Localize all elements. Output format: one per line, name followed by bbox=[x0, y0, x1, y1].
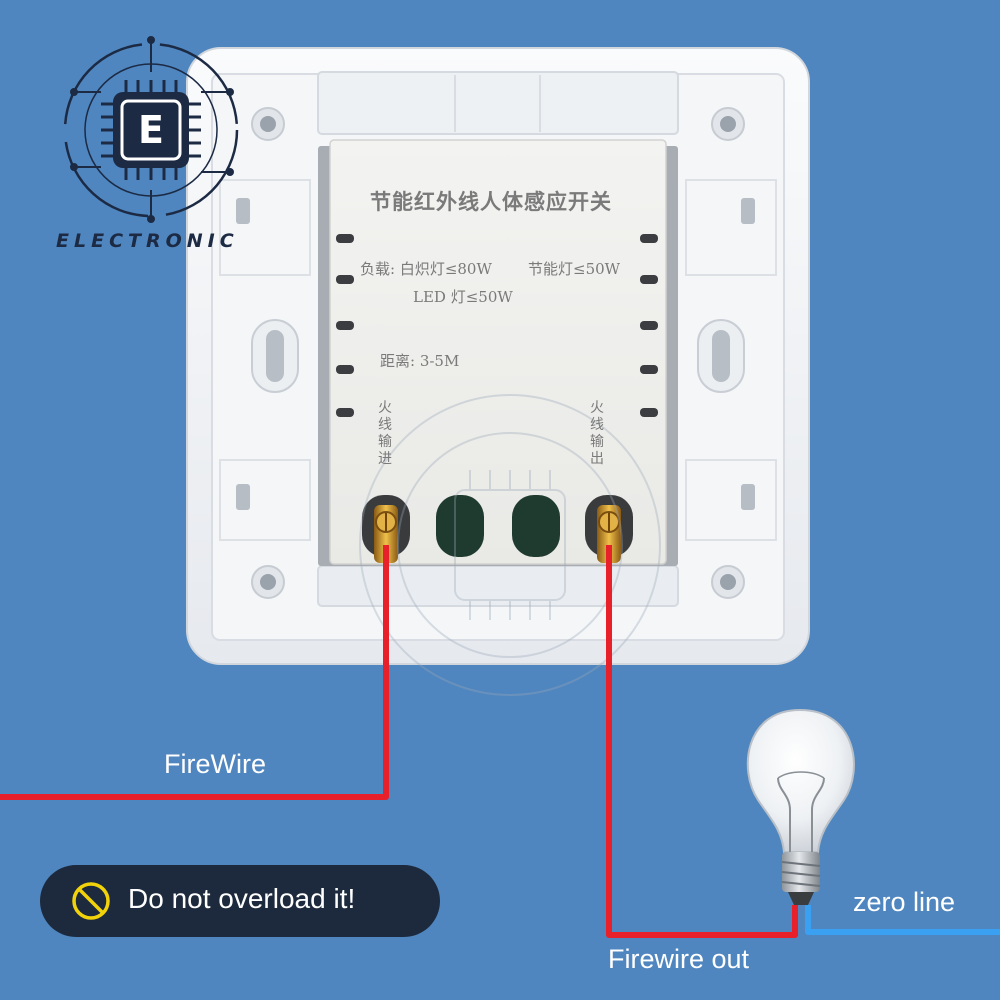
module-terminal-in-label: 火线输进 bbox=[378, 400, 392, 467]
no-entry-icon bbox=[72, 882, 110, 920]
firewire-out-label: Firewire out bbox=[608, 944, 750, 974]
sensor-module bbox=[329, 139, 667, 565]
electronic-logo: E bbox=[63, 36, 239, 223]
zero-line-wire bbox=[805, 905, 1000, 935]
module-distance: 距离: 3-5M bbox=[380, 352, 460, 370]
terminal-out bbox=[597, 505, 621, 563]
watermark-logo bbox=[359, 394, 661, 696]
light-bulb-icon bbox=[746, 708, 855, 905]
logo-letter: E bbox=[138, 108, 164, 152]
module-load-energy-saving: 节能灯≤50W bbox=[528, 260, 621, 278]
module-title: 节能红外线人体感应开关 bbox=[370, 189, 612, 214]
brand-name: ELECTRONIC bbox=[56, 230, 239, 252]
firewire-in-wire bbox=[0, 545, 389, 800]
module-load-led: LED 灯≤50W bbox=[413, 288, 513, 306]
terminal-in bbox=[374, 505, 398, 563]
screw-holes bbox=[251, 107, 745, 599]
zero-line-label: zero line bbox=[853, 887, 956, 917]
module-terminal-out-label: 火线输出 bbox=[590, 400, 604, 467]
overload-warning: Do not overload it! bbox=[40, 865, 440, 937]
firewire-label: FireWire bbox=[164, 749, 266, 779]
warning-text: Do not overload it! bbox=[128, 883, 356, 914]
module-load-incandescent: 负载: 白炽灯≤80W bbox=[360, 260, 492, 278]
firewire-out-wire bbox=[606, 545, 798, 938]
